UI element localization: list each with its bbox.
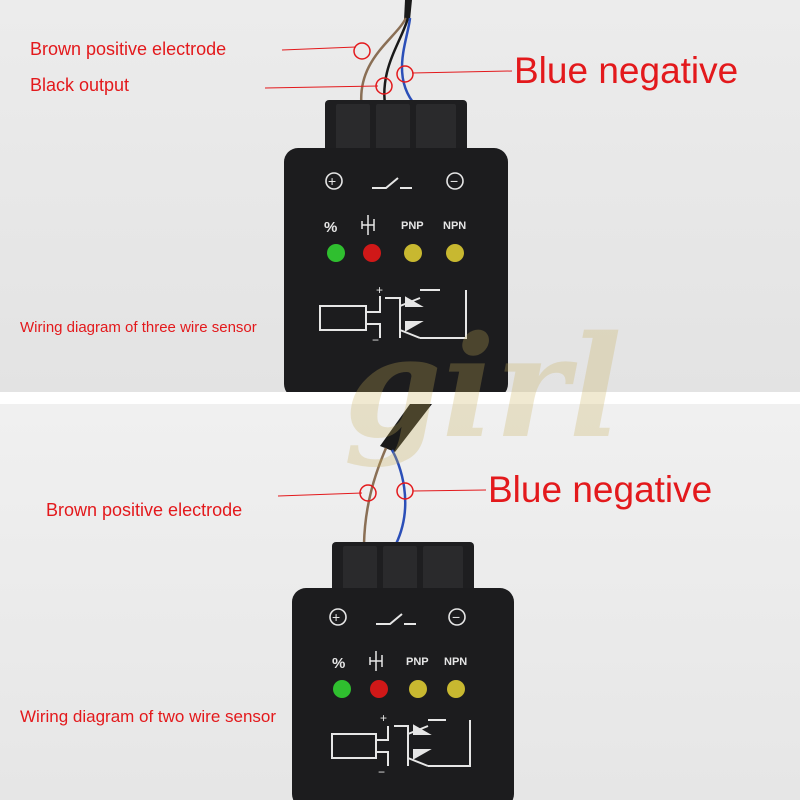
led-red-icon [370,680,388,698]
diagram-plus-label: + [376,283,383,297]
brown-wire-label: Brown positive electrode [30,39,227,59]
minus-symbol: − [450,173,458,189]
diagram-minus-label: − [378,765,385,779]
led-pnp-icon [409,680,427,698]
minus-symbol: − [452,609,460,625]
minus-circle-icon [446,172,464,190]
blue-wire-label: Blue negative [514,50,739,91]
brown-wire [359,17,408,111]
blue-wire [400,17,421,111]
sensor-circuit-diagram [319,289,467,339]
blue-pointer-line [411,70,513,74]
pnp-label: PNP [401,220,424,232]
switch-icon [372,177,412,189]
blue-wire-label: Blue negative [488,469,713,510]
minus-circle-icon [448,608,466,626]
led-pnp-icon [404,244,422,262]
brown-pointer-line [277,492,363,497]
led-npn-icon [447,680,465,698]
black-wire [383,17,410,113]
pnp-label: PNP [406,656,429,668]
cable-sheath [380,404,432,452]
cable-sheath [404,0,412,20]
three-wire-panel: + − + − % PNP NPN Brown positive electro… [0,0,800,392]
ratio-symbol: % [324,219,337,236]
three-wire-illustration: + − + − % PNP NPN [264,0,513,392]
led-green-icon [327,244,345,262]
switch-icon [376,613,416,625]
ratio-symbol: % [332,655,345,672]
two-wire-panel: + − + − % PNP NPN Brown positive electro… [0,404,800,800]
diagram-minus-label: − [372,333,379,347]
tester-body [284,148,508,392]
plus-circle-icon [325,172,343,190]
blue-marker-circle [396,65,414,83]
led-red-icon [363,244,381,262]
npn-label: NPN [444,656,467,668]
led-green-icon [333,680,351,698]
brown-marker-circle [359,484,377,502]
sensor-circuit-diagram [331,719,471,767]
two-wire-illustration: + − + − % PNP NPN [277,404,514,800]
two-wire-caption: Wiring diagram of two wire sensor [20,707,277,726]
tester-body [292,588,514,800]
brown-wire [362,447,388,545]
three-wire-caption: Wiring diagram of three wire sensor [20,319,257,336]
brown-wire-label: Brown positive electrode [46,500,243,520]
black-marker-circle [375,77,393,95]
npn-label: NPN [443,220,466,232]
brown-pointer-line [281,46,357,51]
blue-pointer-line [412,489,487,492]
plus-symbol: + [328,173,336,189]
black-pointer-line [264,85,379,89]
battery-icon [361,215,375,235]
diagram-plus-label: + [380,711,387,725]
blue-wire [390,449,407,545]
plus-circle-icon [329,608,347,626]
led-npn-icon [446,244,464,262]
panel-divider [0,392,800,404]
black-wire-label: Black output [30,75,130,95]
plus-symbol: + [332,609,340,625]
blue-marker-circle [396,482,414,500]
battery-icon [369,651,383,671]
brown-marker-circle [353,42,371,60]
